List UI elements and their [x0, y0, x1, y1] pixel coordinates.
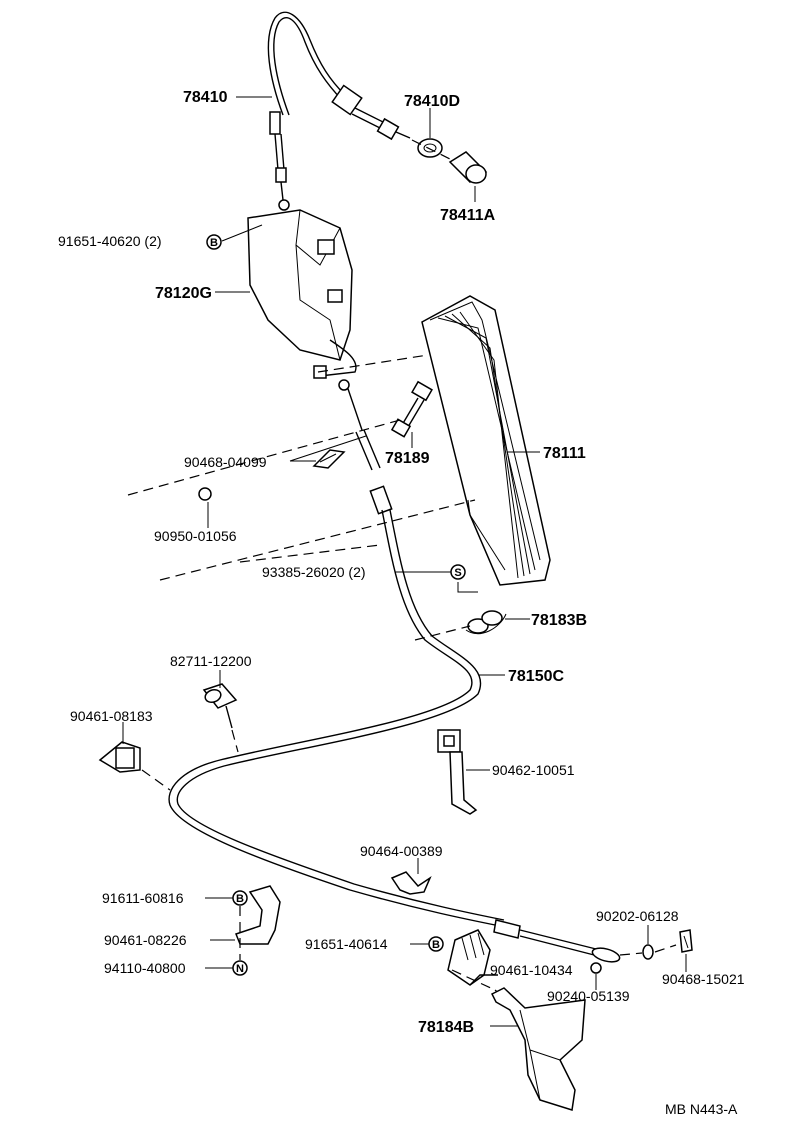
part-label-78189: 78189: [385, 450, 430, 467]
leader-91651-40620: [221, 224, 263, 242]
part-label-91651-40614: 91651-40614: [305, 936, 388, 952]
guide-line: [317, 354, 429, 373]
bracket-78184B: [490, 987, 586, 1111]
accelerator-cable-upper: [267, 11, 411, 211]
washer-90202-06128: [619, 925, 677, 960]
part-label-90950-01056: 90950-01056: [154, 528, 237, 544]
part-label-94110-40800: 94110-40800: [104, 960, 186, 976]
part-label-90240-05139: 90240-05139: [547, 988, 630, 1004]
guide-line: [239, 544, 381, 563]
marker-s-93385: S: [395, 564, 478, 593]
part-label-93385-26020: 93385-26020 (2): [262, 564, 366, 580]
bracket-90461-08226: B N: [205, 885, 281, 976]
part-label-91611-60816: 91611-60816: [102, 890, 184, 906]
clip-90468-15021: [679, 929, 693, 972]
marker-b-91651-40620: [206, 234, 222, 250]
clip-90464-00389: [390, 858, 432, 895]
part-label-82711-12200: 82711-12200: [170, 653, 252, 669]
part-label-90468-04099: 90468-04099: [184, 454, 267, 470]
pedal-bracket-78120G: [215, 209, 357, 379]
part-label-90464-00389: 90464-00389: [360, 843, 443, 859]
part-label-90202-06128: 90202-06128: [596, 908, 679, 924]
part-label-90461-08226: 90461-08226: [104, 932, 187, 948]
marker-n-label: N: [236, 963, 244, 975]
part-label-90468-15021: 90468-15021: [662, 971, 745, 987]
accelerator-pedal-78111: [421, 295, 551, 586]
part-label-78411A: 78411A: [440, 207, 496, 224]
grommet-78410D: [417, 108, 443, 158]
pedal-lever: [338, 379, 393, 515]
clamp-78183B: [414, 610, 530, 641]
part-label-90461-10434: 90461-10434: [490, 962, 573, 978]
marker-b-91651-40620-label: B: [210, 237, 218, 249]
bracket-90462-10051: [437, 729, 490, 815]
part-label-90462-10051: 90462-10051: [492, 762, 575, 778]
clamp-82711-12200: [202, 670, 239, 753]
cushion-78411A: [411, 139, 488, 202]
clip-90468-04099: [289, 435, 367, 469]
part-label-78150C: 78150C: [508, 668, 564, 685]
part-label-78184B: 78184B: [418, 1019, 474, 1036]
part-label-78183B: 78183B: [531, 612, 587, 629]
guide-line: [159, 499, 476, 581]
marker-s-label: S: [454, 567, 461, 579]
part-label-78111: 78111: [543, 445, 586, 462]
diagram-code: MB N443-A: [665, 1101, 738, 1117]
part-label-78410: 78410: [183, 89, 228, 106]
bracket-90461-10434: B: [410, 929, 602, 991]
part-label-90461-08183: 90461-08183: [70, 708, 153, 724]
part-label-78410D: 78410D: [404, 93, 460, 110]
clamp-90461-08183: [98, 722, 171, 791]
grommet-90950-01056: [198, 487, 212, 528]
part-label-78120G: 78120G: [155, 285, 212, 302]
marker-b-91651-40614-label: B: [432, 939, 440, 951]
marker-b-91611-label: B: [236, 893, 244, 905]
part-label-91651-40620: 91651-40620 (2): [58, 233, 162, 249]
stop-bolt-78189: [390, 380, 433, 448]
accelerator-cable-78150C: [168, 509, 621, 963]
